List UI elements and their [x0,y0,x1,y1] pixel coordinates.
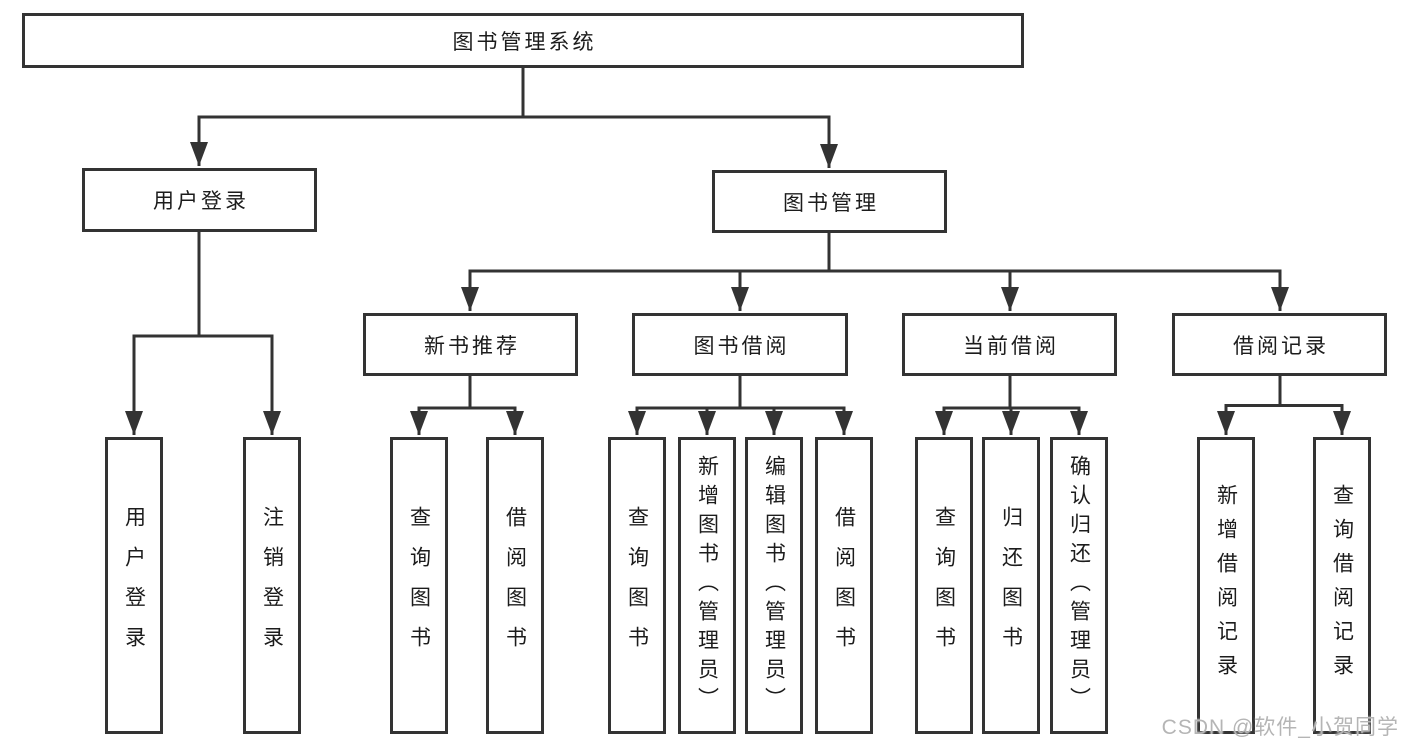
node-logout-leaf: 注销登录 [243,437,301,734]
node-root: 图书管理系统 [22,13,1024,68]
node-user-login-leaf: 用户登录 [105,437,163,734]
node-new-books: 新书推荐 [363,313,578,376]
node-borrow-query-leaf: 查询图书 [608,437,666,734]
node-current-borrow: 当前借阅 [902,313,1117,376]
node-current-return-leaf: 归还图书 [982,437,1040,734]
node-records-add-leaf: 新增借阅记录 [1197,437,1255,734]
node-current-confirm-leaf: 确认归还（管理员） [1050,437,1108,734]
node-newbooks-query-leaf: 查询图书 [390,437,448,734]
node-borrow-records: 借阅记录 [1172,313,1387,376]
csdn-watermark: CSDN @软件_小贺同学 [1161,716,1399,739]
node-book-borrow: 图书借阅 [632,313,848,376]
node-borrow-edit-leaf: 编辑图书（管理员） [745,437,803,734]
node-book-mgmt: 图书管理 [712,170,947,233]
node-current-query-leaf: 查询图书 [915,437,973,734]
node-records-query-leaf: 查询借阅记录 [1313,437,1371,734]
node-newbooks-borrow-leaf: 借阅图书 [486,437,544,734]
node-borrow-book-leaf: 借阅图书 [815,437,873,734]
node-borrow-add-leaf: 新增图书（管理员） [678,437,736,734]
node-user-login: 用户登录 [82,168,317,232]
